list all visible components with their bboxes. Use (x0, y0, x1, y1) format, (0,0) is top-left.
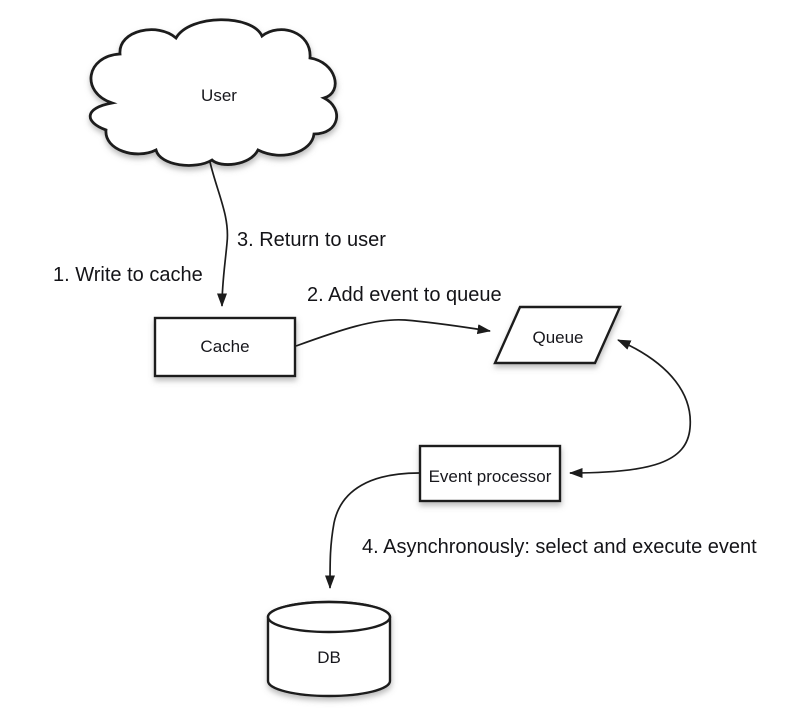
label-step-4: 4. Asynchronously: select and execute ev… (362, 536, 757, 558)
arrow-cache-to-queue (295, 318, 491, 347)
label-step-3: 3. Return to user (237, 229, 386, 251)
label-step-1: 1. Write to cache (53, 264, 203, 286)
queue-label: Queue (532, 328, 583, 347)
cache-label: Cache (200, 337, 249, 356)
user-label: User (201, 86, 237, 105)
arrow-queue-event-processor (569, 339, 692, 478)
event-processor-label: Event processor (429, 467, 552, 486)
cache-node (153, 316, 297, 378)
arrow-event-processor-to-db (325, 472, 420, 589)
db-node (266, 600, 392, 698)
user-cloud-shape (88, 18, 339, 167)
label-step-2: 2. Add event to queue (307, 284, 502, 306)
event-processor-node (418, 444, 562, 503)
db-label: DB (317, 648, 341, 667)
arrow-user-to-cache (209, 161, 229, 307)
db-cylinder-top (266, 600, 392, 634)
